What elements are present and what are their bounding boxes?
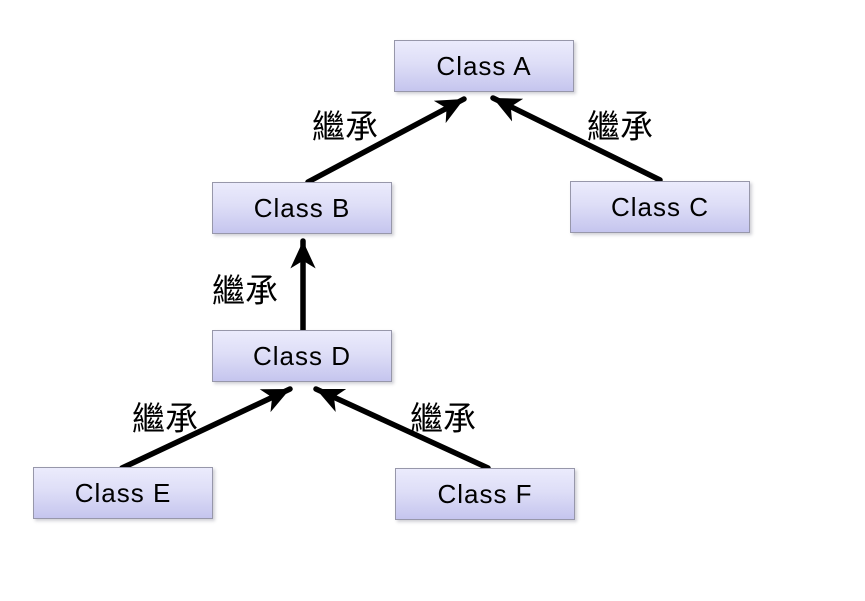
class-f-label: Class F [437, 478, 533, 509]
class-f-node: Class F [395, 468, 575, 520]
class-e-node: Class E [33, 467, 213, 519]
inheritance-label-e-d: 繼承 [132, 399, 198, 438]
class-c-node: Class C [570, 181, 750, 233]
inheritance-label-b-a: 繼承 [312, 107, 378, 146]
class-e-label: Class E [74, 477, 172, 508]
inheritance-label-c-a: 繼承 [587, 107, 653, 146]
class-a-label: Class A [436, 50, 532, 81]
inheritance-label-d-b: 繼承 [212, 271, 278, 310]
class-d-node: Class D [212, 330, 392, 382]
class-b-label: Class B [253, 192, 351, 223]
class-d-label: Class D [252, 340, 351, 371]
class-c-label: Class C [610, 191, 709, 222]
class-b-node: Class B [212, 182, 392, 234]
inheritance-label-f-d: 繼承 [410, 399, 476, 438]
class-a-node: Class A [394, 40, 574, 92]
